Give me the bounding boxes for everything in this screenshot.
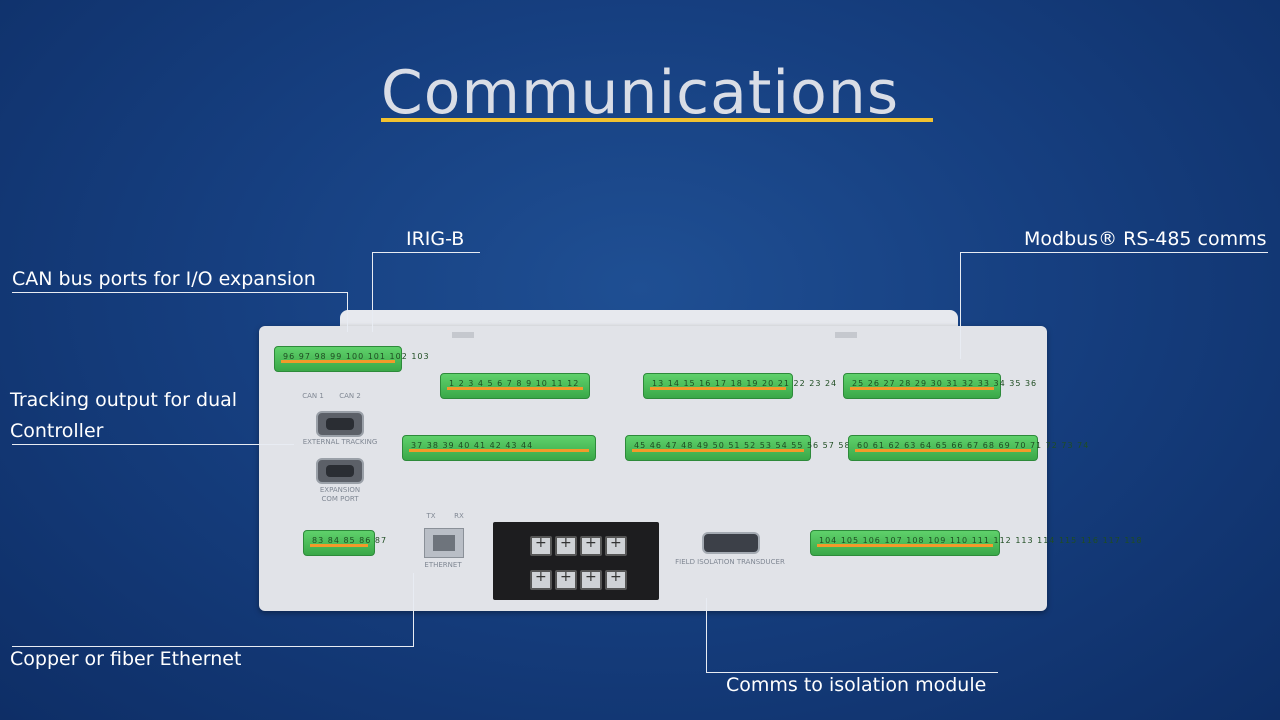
rx-label: RX — [454, 512, 464, 520]
tracking-callout-line2: Controller — [10, 420, 104, 442]
irig-line-h2 — [372, 252, 396, 253]
terminal-block-83-87: 83 84 85 86 87 — [303, 530, 386, 556]
panel-tab — [452, 332, 474, 338]
terminal-block-can: 96 97 98 99 100 101 102 103 — [274, 346, 429, 372]
ct-terminal-strip — [493, 522, 659, 600]
external-tracking-label: EXTERNAL TRACKING — [302, 438, 378, 446]
modbus-line-h — [960, 252, 1268, 253]
expansion-com-port — [316, 458, 364, 484]
expansion-label: EXPANSION — [319, 486, 361, 494]
terminal-block-104-118: 104 105 106 107 108 109 110 111 112 113 … — [810, 530, 1142, 556]
terminal-block-25-36: 25 26 27 28 29 30 31 32 33 34 35 36 — [843, 373, 1036, 399]
ethernet-line-h — [12, 646, 414, 647]
ethernet-label: ETHERNET — [424, 561, 462, 569]
irig-callout: IRIG-B — [406, 228, 465, 250]
terminal-block-37-44: 37 38 39 40 41 42 43 44 — [402, 435, 596, 461]
isolation-line-h — [706, 672, 998, 673]
irig-line-v — [372, 252, 373, 332]
tx-label: TX — [426, 512, 436, 520]
external-tracking-port — [316, 411, 364, 437]
can2-label: CAN 2 — [339, 392, 361, 400]
isolation-line-v — [706, 598, 707, 673]
field-isolation-transducer-port — [702, 532, 760, 554]
tracking-callout-line1: Tracking output for dual — [10, 389, 238, 411]
title-underline — [381, 118, 933, 122]
terminal-block-45-59: 45 46 47 48 49 50 51 52 53 54 55 56 57 5… — [625, 435, 865, 461]
can-line-h — [12, 292, 348, 293]
terminal-block-1-12: 1 2 3 4 5 6 7 8 9 10 11 12 — [440, 373, 590, 399]
modbus-line-v — [960, 252, 961, 359]
tracking-line — [12, 444, 294, 445]
page-title: Communications — [380, 58, 900, 128]
terminal-block-13-24: 13 14 15 16 17 18 19 20 21 22 23 24 — [643, 373, 836, 399]
can1-label: CAN 1 — [302, 392, 324, 400]
ethernet-callout: Copper or fiber Ethernet — [10, 648, 242, 670]
can-callout: CAN bus ports for I/O expansion — [12, 268, 316, 290]
ethernet-line-v — [413, 573, 414, 647]
can-line-v — [347, 292, 348, 332]
com-port-label: COM PORT — [321, 495, 359, 503]
field-isolation-transducer-label: FIELD ISOLATION TRANSDUCER — [675, 558, 785, 566]
ethernet-port — [424, 528, 464, 558]
panel-tab — [835, 332, 857, 338]
terminal-block-60-74: 60 61 62 63 64 65 66 67 68 69 70 71 72 7… — [848, 435, 1088, 461]
modbus-callout: Modbus® RS-485 comms — [1024, 228, 1267, 250]
isolation-callout: Comms to isolation module — [726, 674, 987, 696]
irig-line-h — [396, 252, 480, 253]
